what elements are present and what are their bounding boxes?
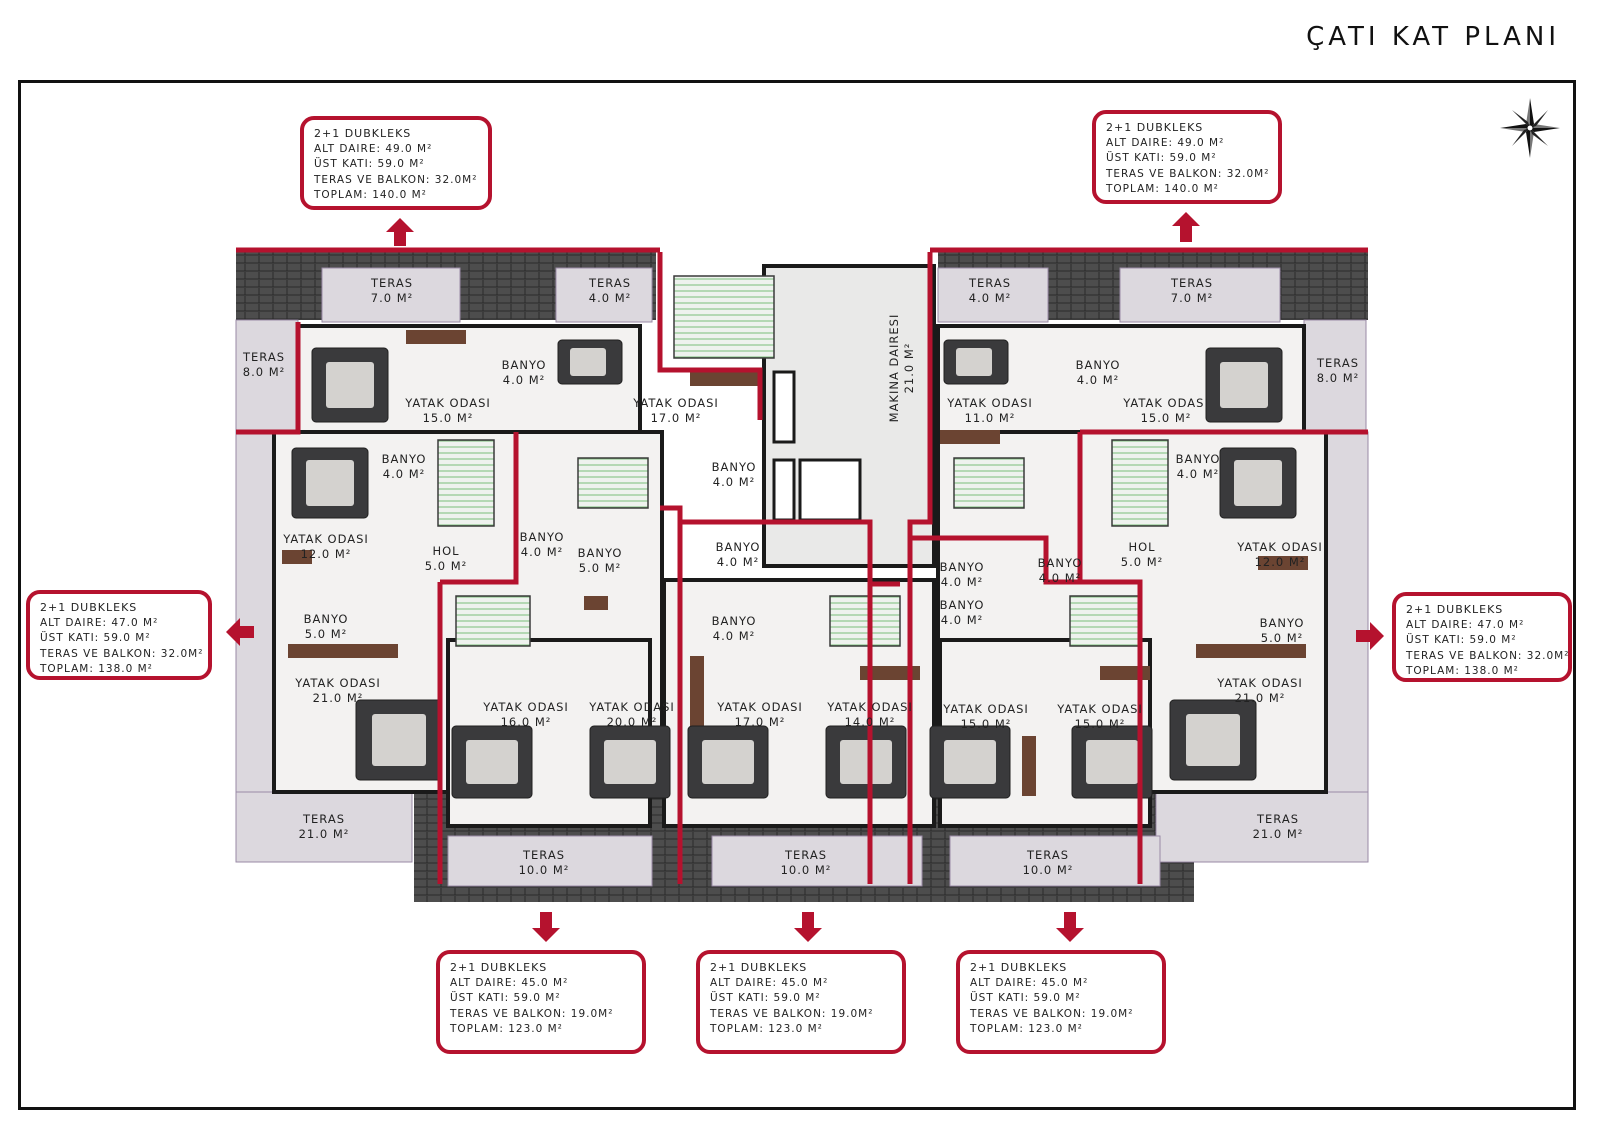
compass-rose-icon (1500, 98, 1560, 158)
page-title: ÇATI KAT PLANI (1306, 22, 1560, 52)
pointer-arrows (226, 212, 1384, 942)
arrow-up-icon (386, 218, 414, 246)
arrow-right-icon (1356, 622, 1384, 650)
arrow-up-icon (1172, 212, 1200, 242)
arrow-down-icon (794, 912, 822, 942)
drawing-frame (18, 80, 1576, 1110)
arrow-down-icon (1056, 912, 1084, 942)
stairs (437, 275, 1169, 647)
service-shafts (772, 370, 862, 522)
bed-linens (306, 348, 1282, 784)
wardrobes (282, 330, 1308, 796)
arrow-left-icon (226, 618, 254, 646)
apartment-boundaries (236, 247, 1368, 884)
terraces (235, 267, 1369, 887)
arrow-down-icon (532, 912, 560, 942)
